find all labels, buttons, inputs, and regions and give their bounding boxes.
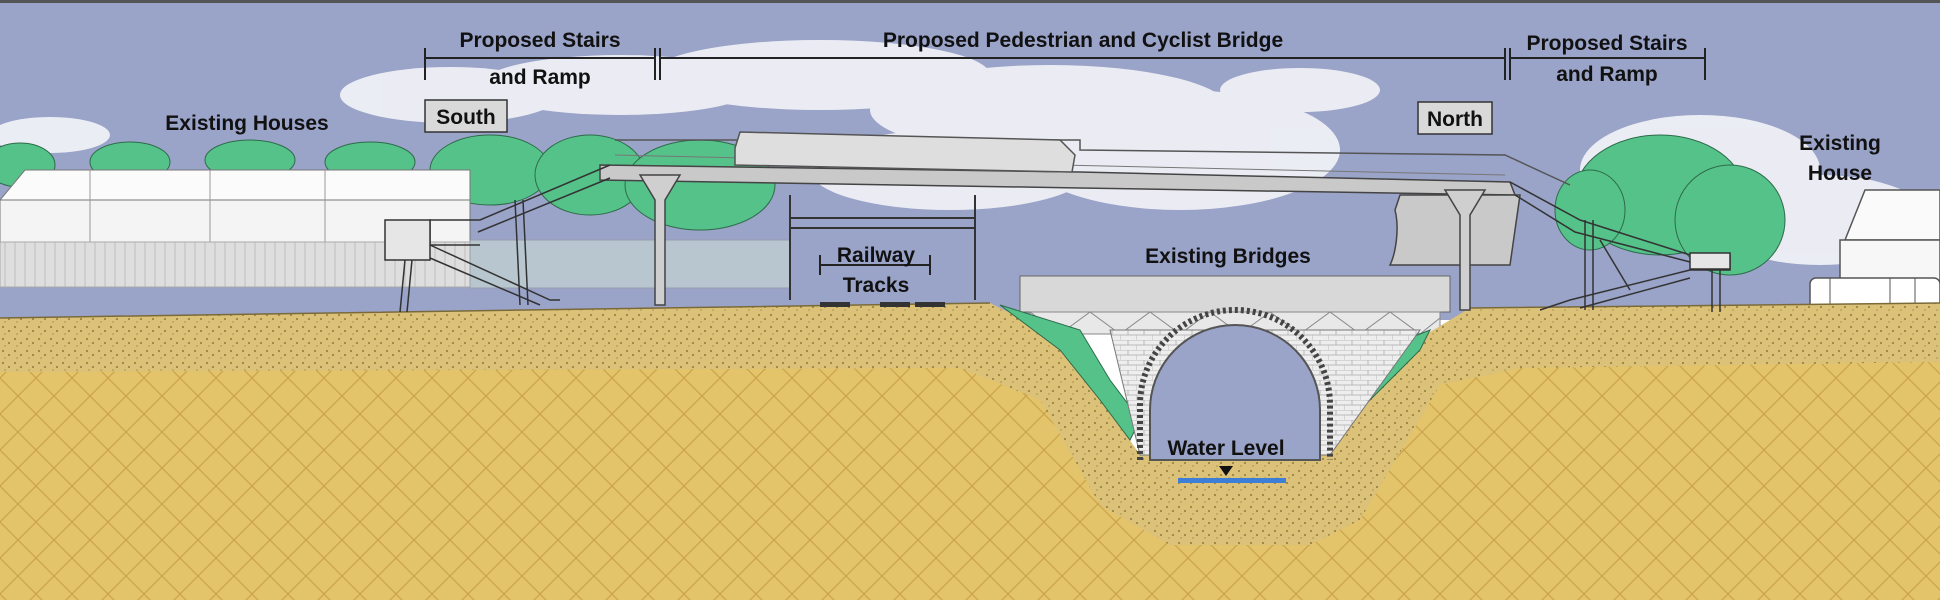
north-stairs-ramp [1509,181,1731,312]
water-level-label: Water Level [1167,437,1284,460]
existing-house-label-line1: Existing [1799,132,1881,155]
south-stairs-label-line2: and Ramp [489,66,591,89]
north-stairs-label-line2: and Ramp [1556,63,1658,86]
south-stairs-label-line1: Proposed Stairs [459,29,620,52]
bridge-label: Proposed Pedestrian and Cyclist Bridge [883,29,1283,52]
railway-gantry [789,195,976,300]
south-label: South [436,106,495,129]
existing-houses-label: Existing Houses [165,112,328,135]
arch-culvert [1109,307,1421,461]
background-fence [469,239,791,289]
existing-house-label-line2: House [1808,162,1872,185]
railway-tracks-label-line2: Tracks [843,274,910,297]
railway-tracks [820,302,945,307]
existing-bridges-label: Existing Bridges [1145,245,1311,268]
frame-top [0,0,1940,3]
south-label-box [424,99,508,133]
north-label-box [1417,101,1493,135]
water-surface [1178,478,1286,483]
north-stairs-label-line1: Proposed Stairs [1526,32,1687,55]
railway-tracks-label-line1: Railway [837,244,916,267]
water-level-marker [1219,466,1233,476]
existing-bridges-structure [1019,275,1451,335]
south-stairs-ramp [384,164,611,313]
north-label: North [1427,108,1483,131]
ground-topsoil [0,303,1940,545]
dimension-lines [424,48,1706,275]
